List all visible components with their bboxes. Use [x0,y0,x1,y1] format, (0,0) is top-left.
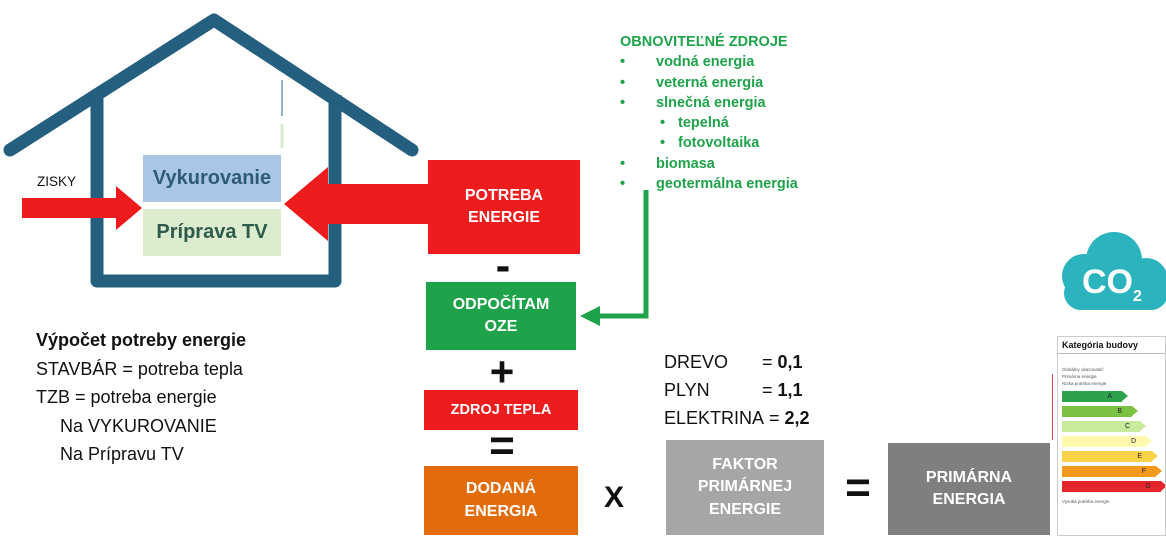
calculation-text: Výpočet potreby energie STAVBÁR = potreb… [36,326,246,469]
list-item: •slnečná energia [620,94,766,111]
list-item: •tepelná [660,115,729,132]
heating-label: Vykurovanie [143,155,281,202]
energy-demand-line2: ENERGIE [467,209,540,226]
energy-demand-box: POTREBA ENERGIE [428,160,580,254]
factor-row: PLYN= 1,1 [664,380,803,400]
primary-line1: PRIMÁRNA [925,468,1013,486]
calculation-title: Výpočet potreby energie [36,330,247,350]
renewables-arrow [580,190,649,326]
gains-label: ZISKY [37,174,77,189]
primary-line2: ENERGIA [932,491,1006,508]
factor-row: ELEKTRINA = 2,2 [664,408,810,428]
factor-line3: ENERGIE [708,500,781,518]
factor-line1: FAKTOR [712,455,778,473]
divider-line [1052,374,1053,440]
energy-class-bar: A [1062,391,1128,402]
energy-card-title: Kategória budovy [1058,337,1165,354]
list-item: •fotovoltaika [660,135,760,152]
list-item: •geotermálna energia [620,176,798,193]
energy-class-bar: C [1062,421,1146,432]
co2-cloud-icon [1062,232,1166,310]
gains-arrow [22,186,142,230]
energy-card-footer: Vysoká potreba energie [1062,499,1110,504]
factor-row: DREVO= 0,1 [664,352,803,372]
list-item: •biomasa [620,155,715,172]
energy-card-sub: Primárna energia [1062,374,1097,379]
heat-source-box: ZDROJ TEPLA [424,390,578,430]
equals-sign-2: = [845,463,871,512]
plus-sign: + [489,348,515,395]
delivered-line2: ENERGIA [464,502,538,520]
minus-sign: - [495,241,511,290]
calculation-line: TZB = potreba energie [36,387,217,407]
energy-card-sub: Globálny ukazovateľ: [1062,367,1105,372]
multiply-sign: X [603,481,624,514]
list-item: •vodná energia [620,54,755,71]
delivered-line1: DODANÁ [465,480,537,498]
energy-class-bar: G [1062,481,1165,492]
co2-label: CO2 [1082,263,1142,305]
energy-class-bar: D [1062,436,1152,447]
factors-list: DREVO= 0,1 PLYN= 1,1 ELEKTRINA = 2,2 [664,348,810,432]
demand-arrow [284,167,432,241]
energy-certificate-card: Kategória budovy Globálny ukazovateľ: Pr… [1057,336,1166,536]
renewables-list: OBNOVITEĽNÉ ZDROJE •vodná energia •veter… [620,32,798,194]
deduct-line1: ODPOČÍTAM [452,295,550,313]
energy-card-sub: Nízka potreba energie [1062,381,1107,386]
energy-class-bar: F [1062,466,1162,477]
deduct-line2: OZE [484,318,518,335]
primary-factor-box: FAKTOR PRIMÁRNEJ ENERGIE [666,440,824,535]
renewables-title: OBNOVITEĽNÉ ZDROJE [620,34,788,50]
list-item: •veterná energia [620,74,764,91]
calculation-indented: Na Prípravu TV [60,444,184,464]
hot-water-label: Príprava TV [143,209,281,256]
equals-sign: = [489,421,515,470]
energy-class-bar: B [1062,406,1138,417]
deduct-renewables-box: ODPOČÍTAM OZE [426,282,576,350]
factor-line2: PRIMÁRNEJ [697,478,793,496]
calculation-line: STAVBÁR = potreba tepla [36,358,243,379]
calculation-indented: Na VYKUROVANIE [60,415,217,436]
delivered-energy-box: DODANÁ ENERGIA [424,466,578,535]
energy-class-bar: E [1062,451,1158,462]
energy-demand-line1: POTREBA [464,186,544,204]
primary-energy-box: PRIMÁRNA ENERGIA [888,443,1050,535]
